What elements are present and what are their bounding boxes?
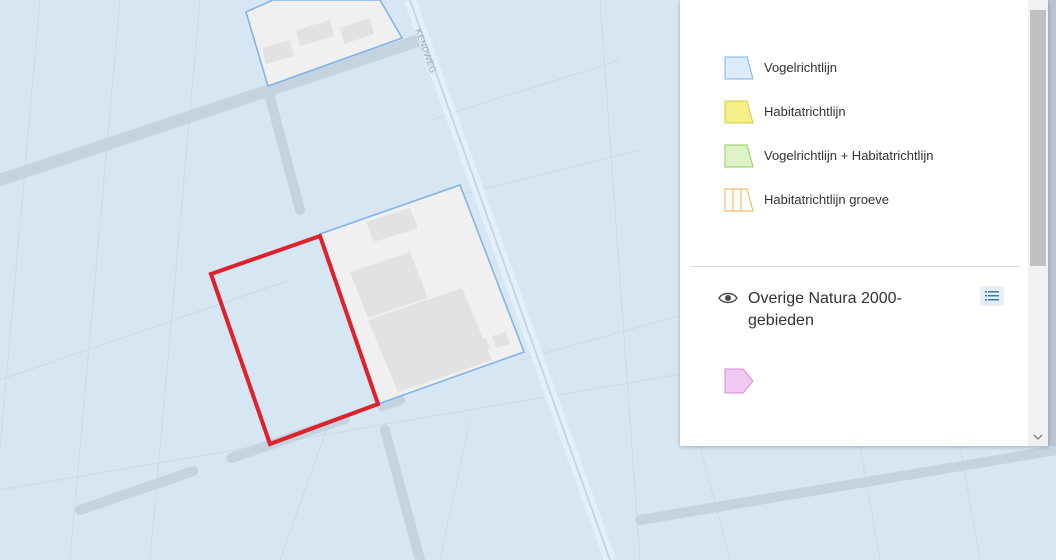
habitatrichtlijn-swatch-icon xyxy=(724,100,754,124)
groeve-swatch-icon xyxy=(724,188,754,212)
selected-parcel-outline[interactable] xyxy=(208,233,381,447)
kendweg-road-edge xyxy=(409,0,611,560)
legend-item-vogel-habitat: Vogelrichtlijn + Habitatrichtlijn xyxy=(724,142,933,168)
layer-header: Overige Natura 2000-gebieden xyxy=(718,288,978,332)
roads xyxy=(0,34,1056,560)
legend-item-vogelrichtlijn: Vogelrichtlijn xyxy=(724,54,837,80)
buildings-main xyxy=(350,208,510,392)
list-icon xyxy=(985,291,999,301)
natura-swatch-icon xyxy=(724,368,754,394)
legend-label: Vogelrichtlijn + Habitatrichtlijn xyxy=(764,147,934,163)
scrollbar[interactable] xyxy=(1028,0,1048,446)
vogel-habitat-swatch-icon xyxy=(724,144,754,168)
layer-options-button[interactable] xyxy=(980,286,1004,306)
legend-label: Habitatrichtlijn xyxy=(764,103,846,119)
scrollbar-thumb[interactable] xyxy=(1030,10,1046,266)
buildings-top xyxy=(262,18,374,64)
legend-item-habitatrichtlijn: Habitatrichtlijn xyxy=(724,98,846,124)
scroll-down-chevron-icon[interactable] xyxy=(1028,428,1048,446)
eye-icon[interactable] xyxy=(718,291,738,305)
legend-label: Vogelrichtlijn xyxy=(764,59,837,75)
layer-title: Overige Natura 2000-gebieden xyxy=(748,290,902,329)
legend-panel: Vogelrichtlijn Habitatrichtlijn Vogelric… xyxy=(680,0,1048,446)
section-divider xyxy=(690,266,1020,267)
map-edge-strip xyxy=(1048,0,1056,446)
legend-label: Habitatrichtlijn groeve xyxy=(764,191,890,207)
vogelrichtlijn-swatch-icon xyxy=(724,56,754,80)
legend-item-groeve: Habitatrichtlijn groeve xyxy=(724,186,889,212)
